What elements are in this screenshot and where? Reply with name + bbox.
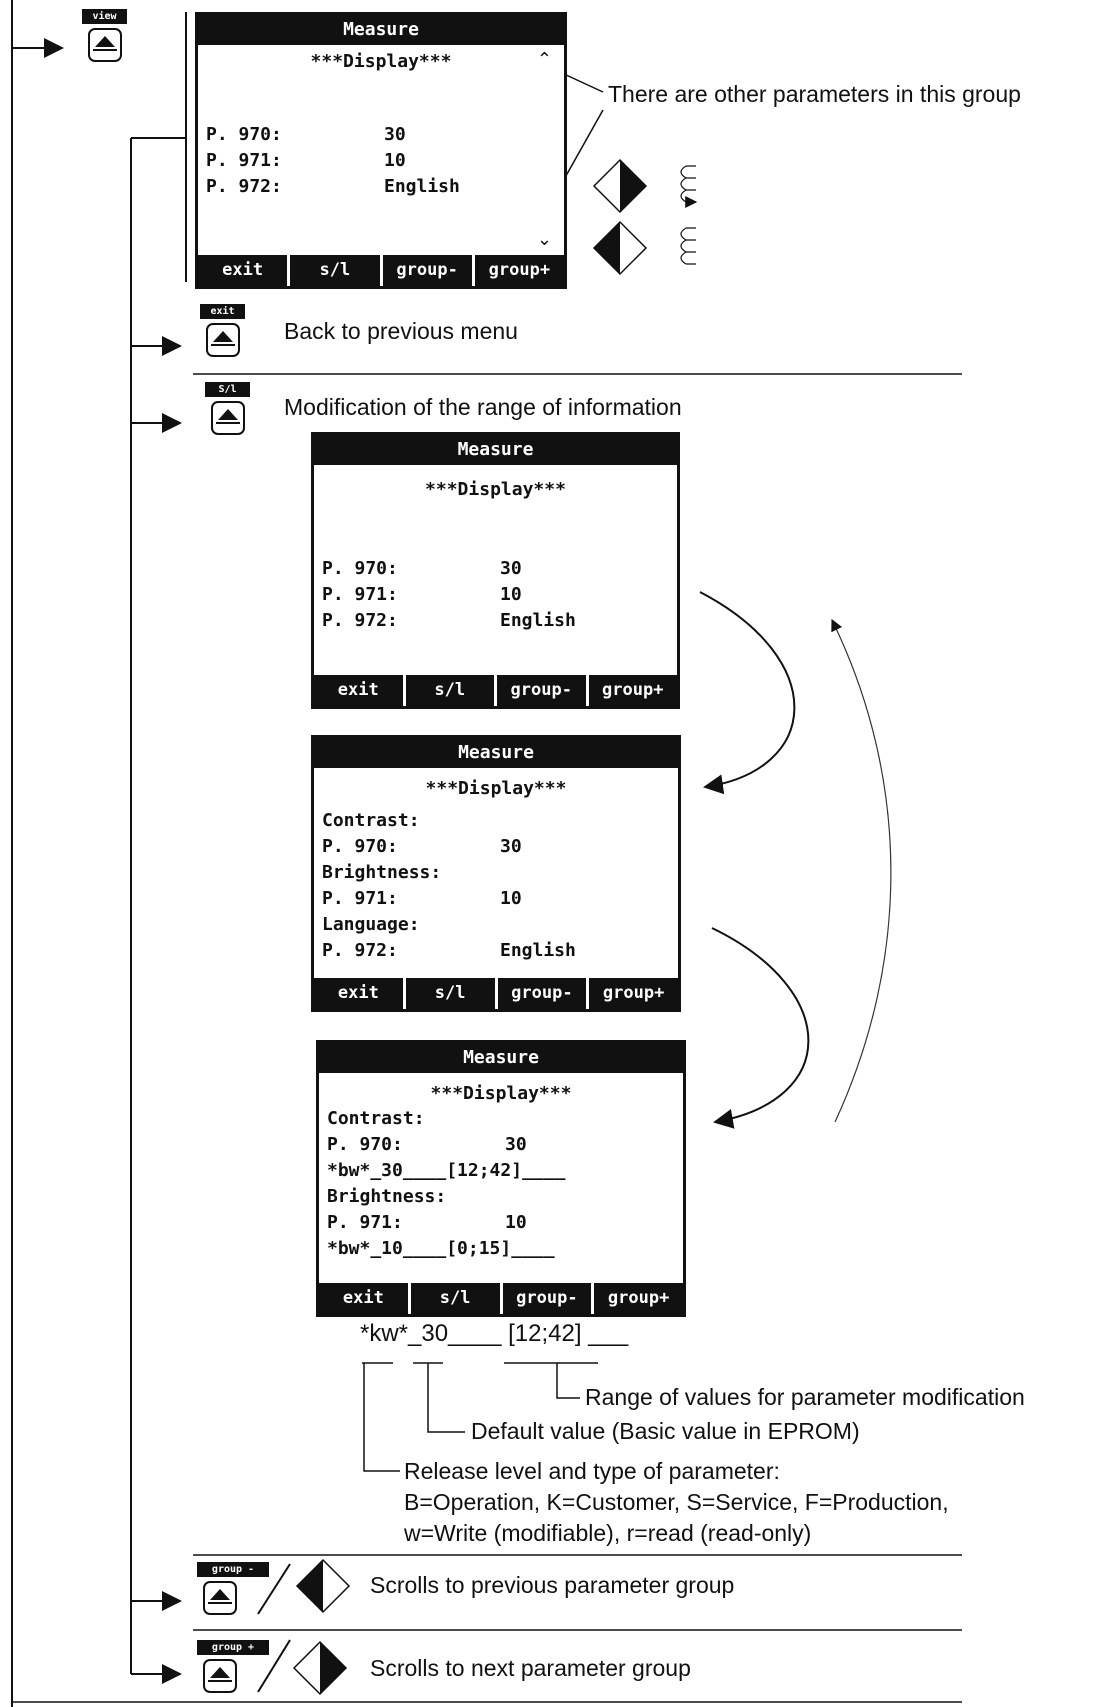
prev-group-note: Scrolls to previous parameter group (370, 1572, 735, 1598)
next-group-note: Scrolls to next parameter group (370, 1655, 691, 1681)
softkey-exit[interactable]: exit (314, 978, 403, 1009)
param-row: P. 971:10 (206, 150, 406, 171)
code-example: *kw*_30____ [12;42] ___ (360, 1320, 629, 1347)
softkey-sl[interactable]: s/l (405, 675, 494, 706)
exit-key-label: exit (200, 304, 245, 319)
softkey-group-plus[interactable]: group+ (594, 1283, 683, 1314)
release-note-3: w=Write (modifiable), r=read (read-only) (404, 1520, 812, 1546)
sl-key[interactable]: S/l (205, 382, 250, 435)
param-row: Contrast: (322, 810, 420, 831)
param-list: P. 970:30 P. 971:10 P. 972:English (206, 122, 556, 200)
display-screen-1: Measure ***Display*** ⌃ ⌄ P. 970:30 P. 9… (195, 12, 567, 289)
back-note: Back to previous menu (284, 318, 518, 344)
screen-title: Measure (198, 15, 564, 45)
scroll-arrows-icon (680, 165, 696, 265)
param-row: P. 970:30 (322, 836, 522, 857)
key-up-icon (203, 1581, 237, 1615)
softkey-bar: exit s/l group- group+ (198, 255, 564, 286)
key-up-icon (87, 28, 122, 62)
modification-note: Modification of the range of information (284, 394, 682, 420)
screen-title: Measure (314, 435, 677, 465)
softkey-group-plus[interactable]: group+ (588, 675, 677, 706)
group-plus-diamond-icon (292, 1640, 348, 1696)
softkey-bar: exit s/l group- group+ (314, 675, 677, 706)
param-list: Contrast: P. 970:30 Brightness: P. 971:1… (322, 808, 670, 964)
scroll-forward-icon (592, 158, 648, 214)
softkey-group-minus[interactable]: group- (497, 675, 586, 706)
param-range-row: *bw*_30____[12;42]____ (327, 1160, 566, 1181)
screen-title: Measure (314, 738, 678, 768)
display-screen-2: Measure ***Display*** P. 970:30 P. 971:1… (311, 432, 680, 709)
param-row: P. 971:10 (322, 584, 522, 605)
view-key-label: view (82, 9, 127, 24)
screen-header: ***Display*** (425, 479, 566, 500)
screen-header: ***Display*** (430, 1083, 572, 1104)
default-note: Default value (Basic value in EPROM) (471, 1418, 860, 1444)
softkey-group-minus[interactable]: group- (382, 255, 472, 286)
param-row: Language: (322, 914, 420, 935)
softkey-sl[interactable]: s/l (410, 1283, 500, 1314)
param-row: Contrast: (327, 1108, 425, 1129)
softkey-exit[interactable]: exit (319, 1283, 408, 1314)
param-row: Brightness: (322, 862, 442, 883)
display-screen-4: Measure ***Display*** Contrast: P. 970:3… (316, 1040, 686, 1317)
param-list: Contrast: P. 970:30 *bw*_30____[12;42]__… (327, 1106, 675, 1262)
softkey-bar: exit s/l group- group+ (314, 978, 678, 1009)
softkey-group-minus[interactable]: group- (497, 978, 587, 1009)
softkey-group-minus[interactable]: group- (502, 1283, 592, 1314)
param-row: P. 972:English (322, 610, 576, 631)
softkey-sl[interactable]: s/l (405, 978, 495, 1009)
key-up-icon (203, 1659, 237, 1693)
screen-header: ***Display*** (310, 51, 452, 72)
param-row: P. 970:30 (206, 124, 406, 145)
param-row: P. 971:10 (322, 888, 522, 909)
range-note: Range of values for parameter modificati… (585, 1384, 1025, 1410)
param-row: P. 970:30 (327, 1134, 527, 1155)
key-up-icon (210, 401, 245, 435)
scroll-down-icon: ⌄ (536, 229, 552, 250)
param-row: P. 970:30 (322, 558, 522, 579)
param-row: P. 972:English (206, 176, 460, 197)
display-screen-3: Measure ***Display*** Contrast: P. 970:3… (311, 735, 681, 1012)
screen-header: ***Display*** (425, 778, 567, 799)
param-row: P. 971:10 (327, 1212, 527, 1233)
exit-key[interactable]: exit (200, 304, 245, 357)
softkey-group-plus[interactable]: group+ (474, 255, 564, 286)
group-minus-key-label: group - (197, 1562, 269, 1577)
release-note-2: B=Operation, K=Customer, S=Service, F=Pr… (404, 1489, 949, 1515)
softkey-sl[interactable]: s/l (290, 255, 380, 286)
scroll-back-icon (592, 220, 648, 276)
softkey-bar: exit s/l group- group+ (319, 1283, 683, 1314)
release-note-1: Release level and type of parameter: (404, 1458, 780, 1484)
param-row: Brightness: (327, 1186, 447, 1207)
key-up-icon (205, 323, 240, 357)
scroll-up-icon: ⌃ (536, 49, 552, 70)
view-key[interactable]: view (82, 9, 127, 62)
group-minus-diamond-icon (295, 1558, 351, 1614)
param-list: P. 970:30 P. 971:10 P. 972:English (322, 556, 669, 634)
screen-title: Measure (319, 1043, 683, 1073)
param-range-row: *bw*_10____[0;15]____ (327, 1238, 555, 1259)
group-minus-key[interactable]: group - (197, 1562, 269, 1615)
group-plus-key[interactable]: group + (197, 1640, 269, 1693)
sl-key-label: S/l (205, 382, 250, 397)
other-params-note: There are other parameters in this group (608, 81, 1021, 107)
group-plus-key-label: group + (197, 1640, 269, 1655)
softkey-exit[interactable]: exit (314, 675, 403, 706)
param-row: P. 972:English (322, 940, 576, 961)
softkey-exit[interactable]: exit (198, 255, 288, 286)
softkey-group-plus[interactable]: group+ (589, 978, 678, 1009)
